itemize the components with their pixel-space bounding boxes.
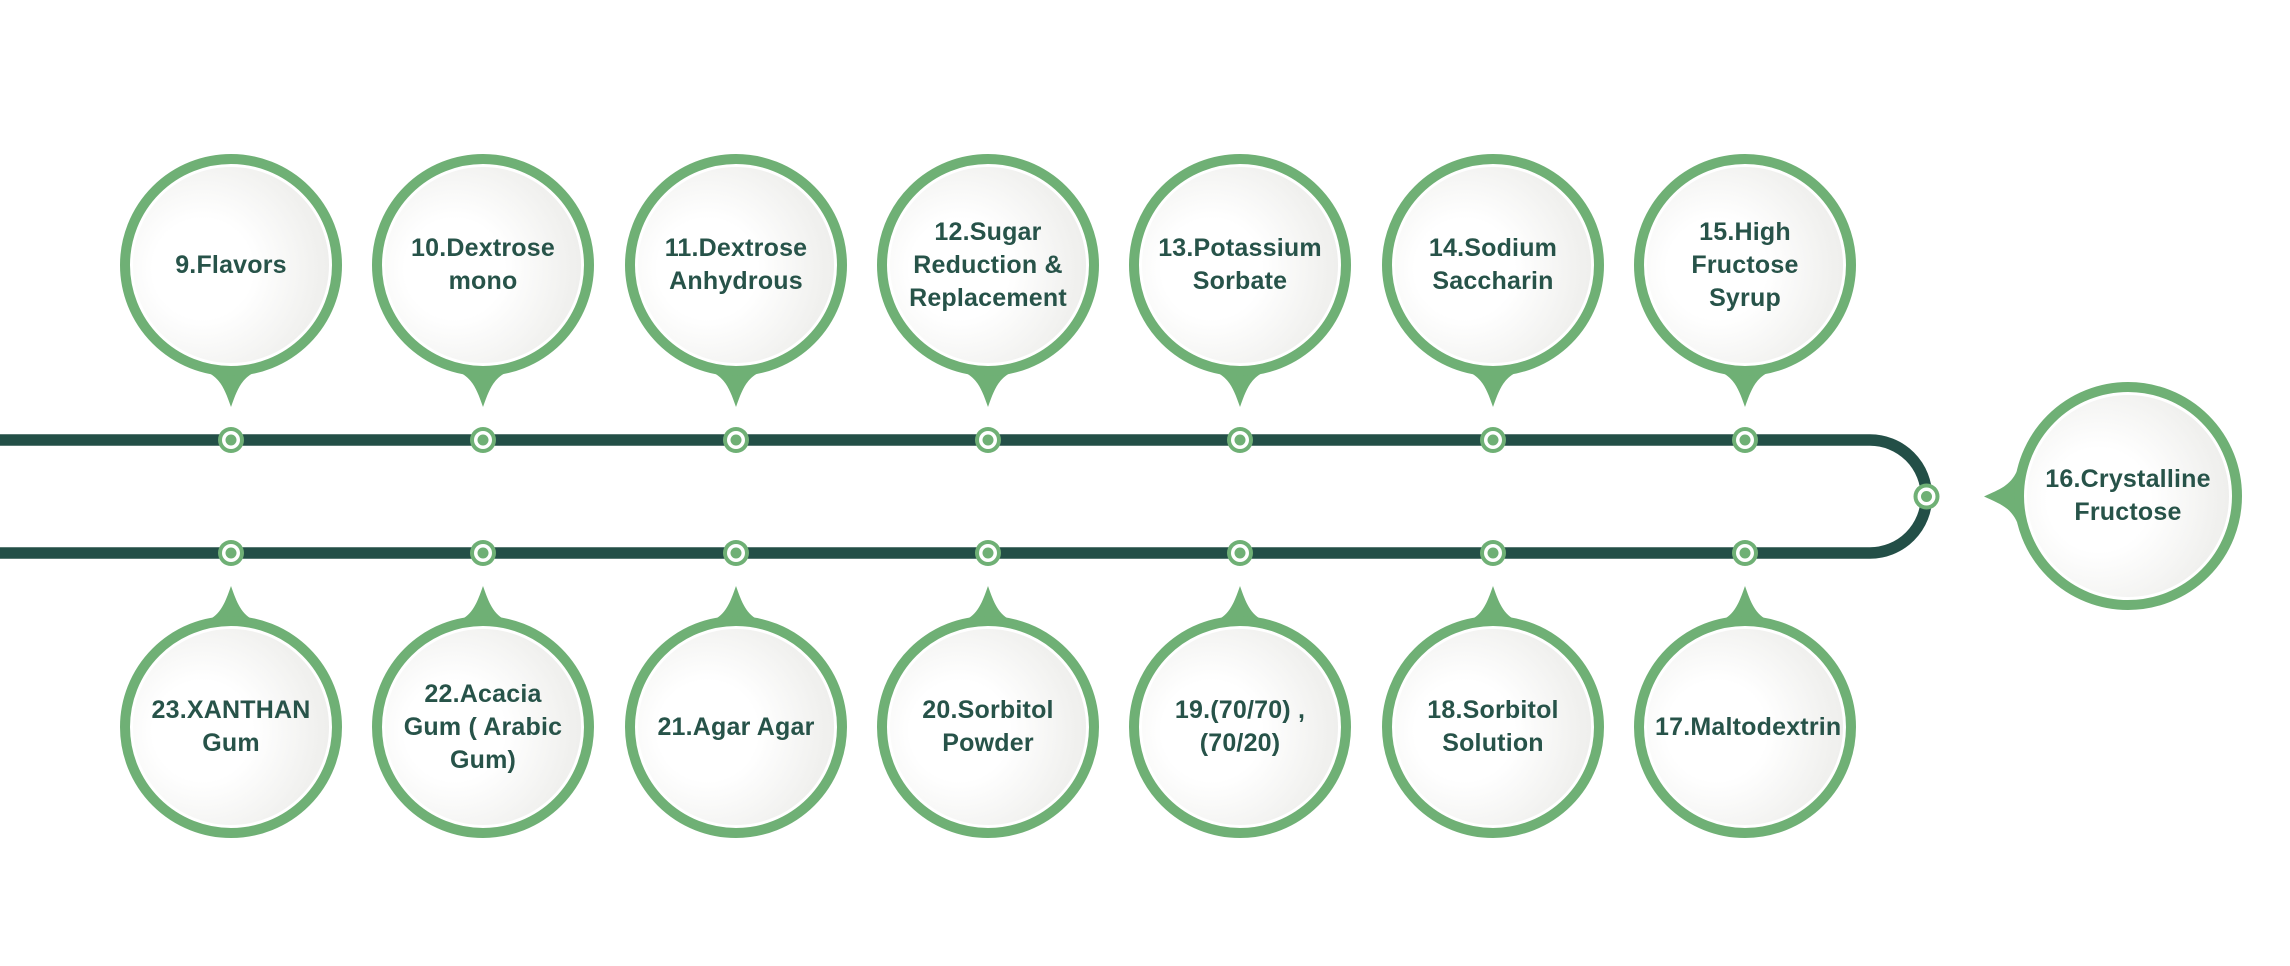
pointer-tail-up bbox=[459, 586, 507, 621]
bubble-20-sorbitol-powder: 20.Sorbitol Powder bbox=[877, 616, 1099, 838]
timeline-node bbox=[1480, 427, 1506, 453]
bubble-14-sodium-saccharin: 14.Sodium Saccharin bbox=[1382, 154, 1604, 376]
pointer-tail-down bbox=[1216, 372, 1264, 407]
pointer-tail-up bbox=[964, 586, 1012, 621]
pointer-tail-up bbox=[1721, 586, 1769, 621]
bubble-label: 21.Agar Agar bbox=[657, 712, 815, 741]
bubble-label: 18.Sorbitol Solution bbox=[1427, 696, 1559, 757]
pointer-tail-up bbox=[1469, 586, 1517, 621]
bubble-22-acacia-gum: 22.Acacia Gum ( Arabic Gum) bbox=[372, 616, 594, 838]
timeline-node bbox=[1480, 540, 1506, 566]
bubble-label: 23.XANTHAN Gum bbox=[151, 696, 311, 757]
bubble-label: 10.Dextrose mono bbox=[411, 234, 555, 295]
bubble-label: 15.High Fructose Syrup bbox=[1691, 217, 1799, 312]
bubble-label: 13.Potassium Sorbate bbox=[1158, 234, 1322, 295]
bubble-label: 11.Dextrose Anhydrous bbox=[664, 234, 808, 295]
bubble-9-flavors: 9.Flavors bbox=[120, 154, 342, 376]
pointer-tail-down bbox=[459, 372, 507, 407]
timeline-node-loop-end bbox=[1913, 483, 1940, 510]
bubble-label: 16.Crystalline Fructose bbox=[2045, 465, 2211, 526]
timeline-node bbox=[218, 427, 244, 453]
bubble-19-70-70-70-20: 19.(70/70) , (70/20) bbox=[1129, 616, 1351, 838]
timeline-node bbox=[1227, 427, 1253, 453]
timeline-node bbox=[1227, 540, 1253, 566]
timeline-node bbox=[470, 540, 496, 566]
bubble-23-xanthan-gum: 23.XANTHAN Gum bbox=[120, 616, 342, 838]
pointer-tail-down bbox=[1469, 372, 1517, 407]
timeline-node bbox=[723, 427, 749, 453]
pointer-tail-up bbox=[207, 586, 255, 621]
bubble-label: 20.Sorbitol Powder bbox=[922, 696, 1054, 757]
bubble-label: 9.Flavors bbox=[175, 250, 287, 279]
bubble-17-maltodextrin: 17.Maltodextrin bbox=[1634, 616, 1856, 838]
bubble-10-dextrose-mono: 10.Dextrose mono bbox=[372, 154, 594, 376]
timeline-node bbox=[975, 427, 1001, 453]
bubble-label: 14.Sodium Saccharin bbox=[1428, 234, 1558, 295]
pointer-tail-up bbox=[1216, 586, 1264, 621]
pointer-tail-up bbox=[712, 586, 760, 621]
timeline-track bbox=[0, 434, 1933, 559]
bubble-21-agar-agar: 21.Agar Agar bbox=[625, 616, 847, 838]
pointer-tail-down bbox=[1721, 372, 1769, 407]
pointer-tail-down bbox=[712, 372, 760, 407]
timeline-node bbox=[1732, 427, 1758, 453]
bubble-13-potassium-sorbate: 13.Potassium Sorbate bbox=[1129, 154, 1351, 376]
pointer-tail-left bbox=[1984, 471, 2017, 522]
timeline-node bbox=[975, 540, 1001, 566]
bubble-11-dextrose-anhydrous: 11.Dextrose Anhydrous bbox=[625, 154, 847, 376]
bubble-12-sugar-reduction-replacement: 12.Sugar Reduction & Replacement bbox=[877, 154, 1099, 376]
timeline-node bbox=[1732, 540, 1758, 566]
timeline-node bbox=[470, 427, 496, 453]
bubble-label: 22.Acacia Gum ( Arabic Gum) bbox=[403, 679, 563, 774]
pointer-tail-down bbox=[964, 372, 1012, 407]
pointer-tail-down bbox=[207, 372, 255, 407]
bubble-label: 17.Maltodextrin bbox=[1655, 712, 1842, 741]
timeline-node bbox=[218, 540, 244, 566]
bubble-label: 19.(70/70) , (70/20) bbox=[1174, 696, 1306, 757]
timeline-node bbox=[723, 540, 749, 566]
bubble-15-high-fructose-syrup: 15.High Fructose Syrup bbox=[1634, 154, 1856, 376]
bubble-18-sorbitol-solution: 18.Sorbitol Solution bbox=[1382, 616, 1604, 838]
bubble-16-crystalline-fructose: 16.Crystalline Fructose bbox=[2014, 382, 2242, 610]
bubble-label: 12.Sugar Reduction & Replacement bbox=[909, 217, 1067, 312]
